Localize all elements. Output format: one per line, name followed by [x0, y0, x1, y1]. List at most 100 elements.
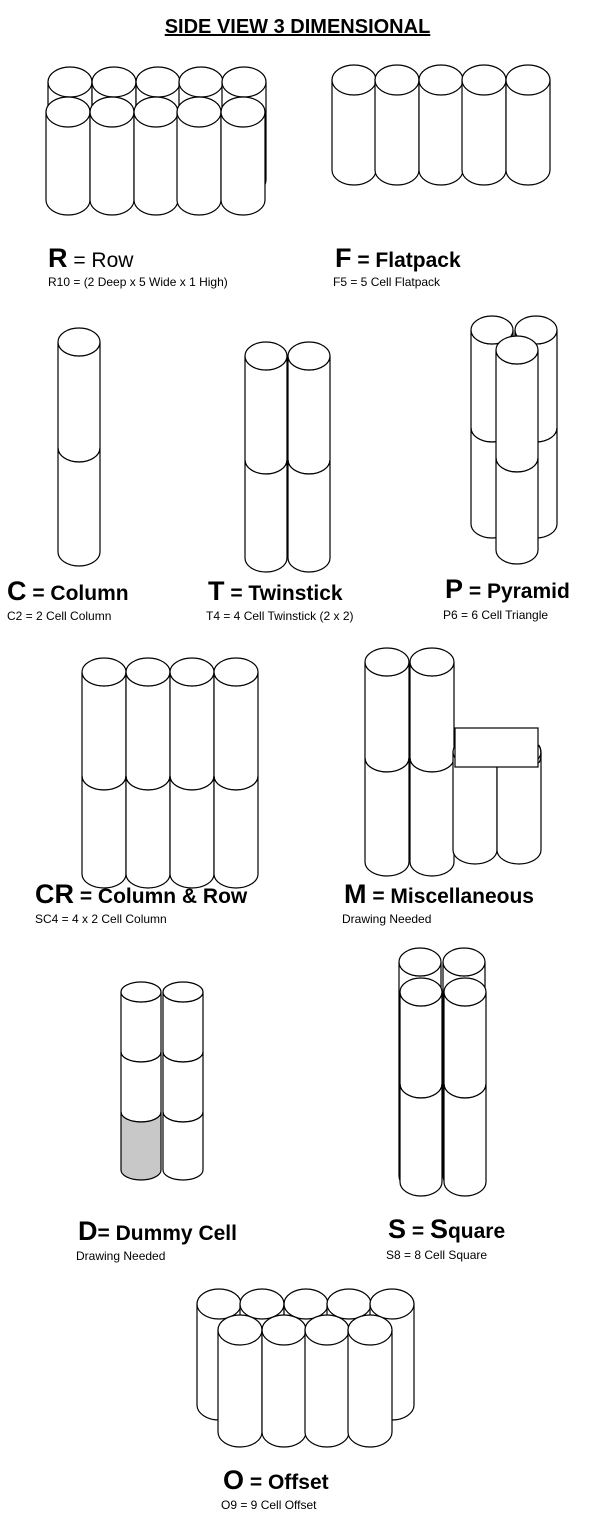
cell-segment — [244, 355, 288, 475]
misc-tall-stack — [409, 647, 455, 877]
cell-top — [221, 66, 267, 98]
cell-top — [398, 947, 442, 977]
row-front-cell — [133, 96, 179, 216]
column-cell-stack — [57, 327, 101, 567]
row-drawing — [45, 66, 267, 216]
cell-top — [495, 335, 539, 365]
cell-segment — [57, 447, 101, 567]
cell-segment — [495, 349, 539, 473]
misc-lying-cell — [454, 727, 542, 768]
row-front-cell — [45, 96, 91, 216]
cell-top — [81, 657, 127, 687]
cell-top — [196, 1288, 242, 1320]
cell-body — [452, 751, 498, 865]
cell-top — [89, 96, 135, 128]
cell-top — [331, 64, 377, 96]
dummy-left-stack — [120, 981, 162, 1181]
offset-drawing — [196, 1288, 415, 1448]
cell-top — [369, 1288, 415, 1320]
column-row-desc: SC4 = 4 x 2 Cell Column — [35, 912, 167, 926]
cell-top — [91, 66, 137, 98]
cell-body — [304, 1329, 350, 1448]
cell-segment — [287, 459, 331, 573]
flatpack-drawing — [331, 64, 551, 186]
cell-segment — [125, 775, 171, 889]
dummy-desc: Drawing Needed — [76, 1249, 166, 1263]
cell-top — [169, 657, 215, 687]
cell-top — [178, 66, 224, 98]
twinstick-cell-stack — [244, 341, 288, 573]
misc-tall-stack — [364, 647, 410, 877]
cell-top — [213, 657, 259, 687]
cell-top — [45, 96, 91, 128]
row-front-cell — [176, 96, 222, 216]
twinstick-code: T — [208, 576, 225, 606]
dummy-label: D= Dummy Cell — [78, 1218, 237, 1245]
cell-top — [239, 1288, 285, 1320]
cell-segment — [120, 1111, 162, 1181]
column-row-cell-stack — [81, 657, 127, 889]
pyramid-name: = Pyramid — [463, 580, 570, 603]
cell-top — [217, 1314, 263, 1346]
cell-body — [496, 751, 542, 865]
offset-front-cell — [261, 1314, 307, 1448]
dummy-right-stack — [162, 981, 204, 1181]
cell-segment — [81, 775, 127, 889]
twinstick-drawing — [244, 341, 331, 573]
misc-name: = Miscellaneous — [366, 885, 534, 908]
cell-top — [443, 977, 487, 1007]
square-drawing — [398, 947, 487, 1197]
cell-top — [176, 96, 222, 128]
column-row-label: CR = Column & Row — [35, 881, 247, 908]
cell-top — [326, 1288, 372, 1320]
cell-top — [505, 64, 551, 96]
cell-top — [47, 66, 93, 98]
column-desc: C2 = 2 Cell Column — [7, 609, 112, 623]
misc-drawing — [364, 647, 542, 877]
cell-top — [409, 647, 455, 677]
cell-segment — [409, 661, 455, 773]
misc-desc: Drawing Needed — [342, 912, 432, 926]
cell-top — [364, 647, 410, 677]
cell-top — [304, 1314, 350, 1346]
cell-segment — [57, 341, 101, 463]
cell-segment — [399, 991, 443, 1099]
column-row-cell-stack — [125, 657, 171, 889]
cell-body — [461, 79, 507, 186]
cell-top — [418, 64, 464, 96]
row-name: = Row — [67, 249, 134, 272]
cell-segment — [81, 671, 127, 791]
cell-segment — [213, 671, 259, 791]
pyramid-front-stack — [495, 335, 539, 565]
cell-segment — [443, 1083, 487, 1197]
cell-segment — [399, 1083, 443, 1197]
flatpack-cell — [374, 64, 420, 186]
column-drawing — [57, 327, 101, 567]
cell-segment — [169, 671, 215, 791]
cell-segment — [120, 1051, 162, 1123]
twinstick-name: = Twinstick — [224, 582, 343, 605]
square-desc: S8 = 8 Cell Square — [386, 1248, 488, 1262]
lying-cell-end — [537, 744, 542, 764]
cell-top — [244, 341, 288, 371]
column-row-drawing — [81, 657, 259, 889]
cell-segment — [125, 671, 171, 791]
cell-segment — [443, 991, 487, 1099]
column-row-code: CR — [35, 879, 74, 909]
row-front-cell — [220, 96, 266, 216]
offset-front-cell — [304, 1314, 350, 1448]
cell-top — [399, 977, 443, 1007]
offset-code: O — [223, 1465, 245, 1495]
flatpack-cell — [331, 64, 377, 186]
column-name: = Column — [26, 582, 129, 605]
misc-label: M = Miscellaneous — [344, 881, 534, 908]
flatpack-code: F — [335, 243, 352, 273]
cell-segment — [162, 1111, 204, 1181]
misc-code: M — [344, 879, 367, 909]
cell-body — [217, 1329, 263, 1448]
square-code: S — [388, 1214, 407, 1244]
cell-body — [261, 1329, 307, 1448]
cell-segment — [495, 457, 539, 565]
pyramid-drawing — [470, 315, 558, 565]
cell-segment — [364, 757, 410, 877]
